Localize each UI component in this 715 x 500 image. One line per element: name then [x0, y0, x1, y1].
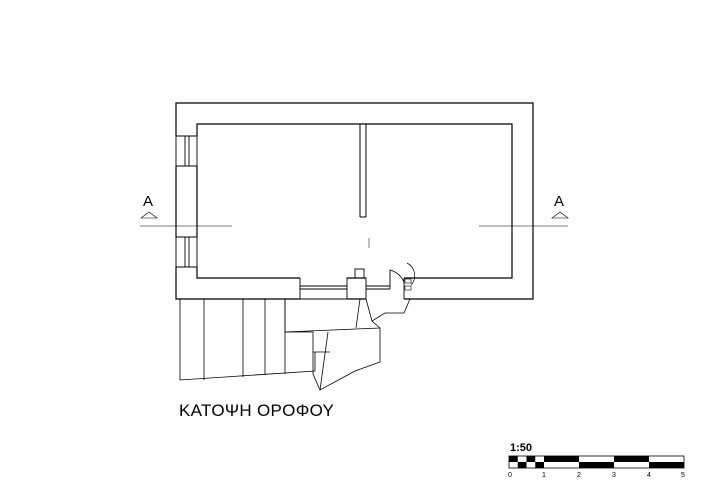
section-cut-lines — [140, 211, 569, 227]
stair-terrace — [179, 298, 411, 391]
scale-bar — [508, 455, 685, 469]
scale-tick-0: 0 — [508, 472, 512, 479]
partition-wall — [359, 124, 370, 248]
scale-tick-5: 5 — [681, 472, 685, 479]
inner-wall — [196, 123, 513, 279]
section-marker-right: A — [554, 193, 564, 210]
section-marker-left: A — [143, 193, 153, 210]
section-arrow-right — [551, 211, 569, 219]
scale-tick-1: 1 — [542, 472, 546, 479]
scale-tick-3: 3 — [612, 472, 616, 479]
section-arrow-left — [140, 211, 158, 219]
scale-tick-4: 4 — [647, 472, 651, 479]
scale-tick-2: 2 — [577, 472, 581, 479]
bottom-wall-openings — [299, 262, 416, 300]
drawing-title: ΚΑΤΟΨΗ ΟΡΟΦΟΥ — [179, 401, 335, 420]
outer-wall — [175, 102, 534, 300]
scale-ratio: 1:50 — [510, 442, 533, 454]
left-wall-windows — [175, 135, 198, 268]
